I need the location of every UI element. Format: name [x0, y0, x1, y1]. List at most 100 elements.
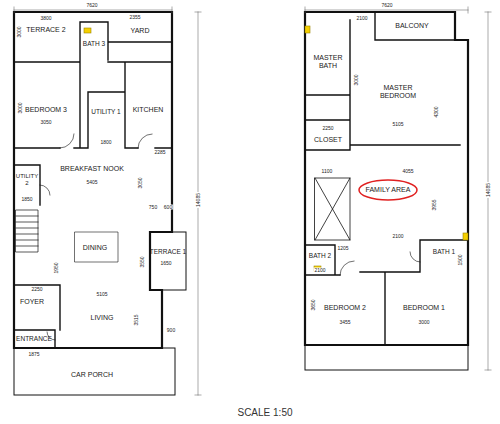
dimension-text: 1850	[20, 197, 33, 202]
room-label-box: UTILITY 2	[14, 172, 40, 188]
room-label-box: BEDROOM 3	[23, 105, 70, 116]
room-label-box: MASTER BATH	[310, 53, 346, 72]
room-name: UTILITY 1	[90, 108, 122, 115]
dimension-text: 5405	[85, 180, 98, 185]
fixture-mark	[84, 28, 91, 33]
dimension-text: 600	[163, 205, 173, 210]
room-label-box: BEDROOM 1	[401, 303, 448, 314]
room-name: UTILITY 2	[15, 173, 39, 187]
dimension-line	[14, 7, 491, 395]
room-label-box: MASTER BEDROOM	[373, 83, 423, 102]
dimension-text: 5105	[95, 292, 108, 297]
room-label-box: FAMILY AREA	[364, 185, 413, 196]
room-name: CLOSET	[313, 136, 344, 144]
dimension-text: 3000	[17, 25, 22, 38]
room-name: BATH 3	[82, 40, 107, 47]
room-name: TERRACE 2	[25, 26, 67, 34]
dimension-text: 2250	[30, 287, 43, 292]
dimension-text: 3050	[39, 120, 52, 125]
dimension-text: 1650	[159, 261, 172, 266]
room-label-box: LIVING	[89, 313, 116, 324]
room-name: MASTER BATH	[311, 54, 345, 70]
dimension-text: 1950	[54, 261, 59, 274]
room-name: MASTER BEDROOM	[374, 84, 422, 100]
room-name: TERRACE 1	[149, 248, 188, 255]
room-name: ENTRANCE	[15, 335, 53, 342]
dimension-text: 1100	[321, 169, 334, 174]
dimension-text: 2285	[153, 150, 166, 155]
dimension-text: 14085	[486, 182, 491, 198]
dimension-text: 14085	[196, 192, 201, 208]
room-name: BALCONY	[394, 22, 430, 30]
room-name: FOYER	[19, 298, 46, 306]
room-label-box: ENTRANCE	[14, 334, 54, 344]
room-label-box: CLOSET	[312, 135, 345, 146]
room-label-box: YARD	[129, 26, 152, 37]
dimension-text: 2355	[128, 15, 141, 20]
scale-caption: SCALE 1:50	[237, 407, 292, 418]
door-swing	[340, 252, 420, 275]
stair	[16, 210, 38, 252]
inner-wall	[14, 22, 172, 348]
dimension-text: 1800	[99, 140, 112, 145]
dimension-text: 750	[148, 205, 158, 210]
outer-wall	[14, 12, 172, 348]
room-name: LIVING	[90, 314, 115, 322]
dimension-text: 3000	[417, 320, 430, 325]
dimension-text: 1875	[27, 352, 40, 357]
room-label-box: BALCONY	[393, 21, 431, 32]
dimension-text: 1500	[458, 253, 463, 266]
dining-table	[75, 232, 118, 262]
room-name: BREAKFAST NOOK	[59, 165, 125, 173]
room-name: KITCHEN	[132, 106, 165, 114]
dimension-text: 3800	[39, 16, 52, 21]
room-name: CAR PORCH	[70, 371, 115, 379]
dimension-text: 4055	[401, 169, 414, 174]
room-name: BEDROOM 3	[24, 106, 69, 114]
dimension-text: 3050	[138, 176, 143, 189]
stair	[315, 178, 350, 240]
room-name: BEDROOM 2	[323, 304, 368, 312]
dimension-text: 3515	[134, 313, 139, 326]
room-label-box: BREAKFAST NOOK	[58, 164, 126, 175]
dimension-text: 3455	[338, 320, 351, 325]
dimension-text: 3000	[354, 73, 359, 86]
dimension-text: 2100	[313, 268, 326, 273]
room-name: BATH 1	[432, 248, 457, 255]
terrace-outline	[150, 232, 186, 290]
fixture-mark	[305, 26, 310, 33]
room-label-box: FOYER	[18, 297, 47, 308]
dimension-text: 7620	[85, 3, 98, 8]
room-label-box: KITCHEN	[131, 105, 166, 116]
highlight-circle	[359, 180, 417, 200]
room-label-box: BATH 3	[81, 39, 108, 49]
room-label-box: BATH 1	[431, 247, 458, 257]
room-name: FAMILY AREA	[365, 186, 412, 194]
room-name: BATH 2	[308, 252, 333, 259]
dimension-text: 3650	[311, 298, 316, 311]
dimension-text: 5105	[391, 122, 404, 127]
car-porch-outline	[14, 348, 175, 395]
room-label-box: TERRACE 1	[148, 247, 189, 257]
room-name: YARD	[130, 27, 151, 35]
room-label-box: TERRACE 2	[24, 25, 68, 36]
dimension-text: 2100	[391, 234, 404, 239]
room-label-box: UTILITY 1	[89, 107, 123, 117]
dimension-text: 4300	[434, 105, 439, 118]
dimension-text: 3955	[432, 198, 437, 211]
room-label-box: BATH 2	[307, 251, 334, 261]
room-label-box: CAR PORCH	[69, 370, 116, 381]
dimension-text: 7620	[380, 3, 393, 8]
dimension-text: 3000	[18, 101, 23, 114]
room-name: DINING	[82, 244, 109, 252]
balcony-outline	[305, 345, 468, 370]
room-label-box: BEDROOM 2	[322, 303, 369, 314]
dimension-text: 3550	[140, 255, 145, 268]
room-name: BEDROOM 1	[402, 304, 447, 312]
inner-wall	[305, 12, 468, 345]
dimension-text: 2100	[355, 16, 368, 21]
fixture-mark	[463, 233, 468, 240]
dimension-text: 900	[166, 328, 176, 333]
room-label-box: DINING	[81, 243, 110, 254]
